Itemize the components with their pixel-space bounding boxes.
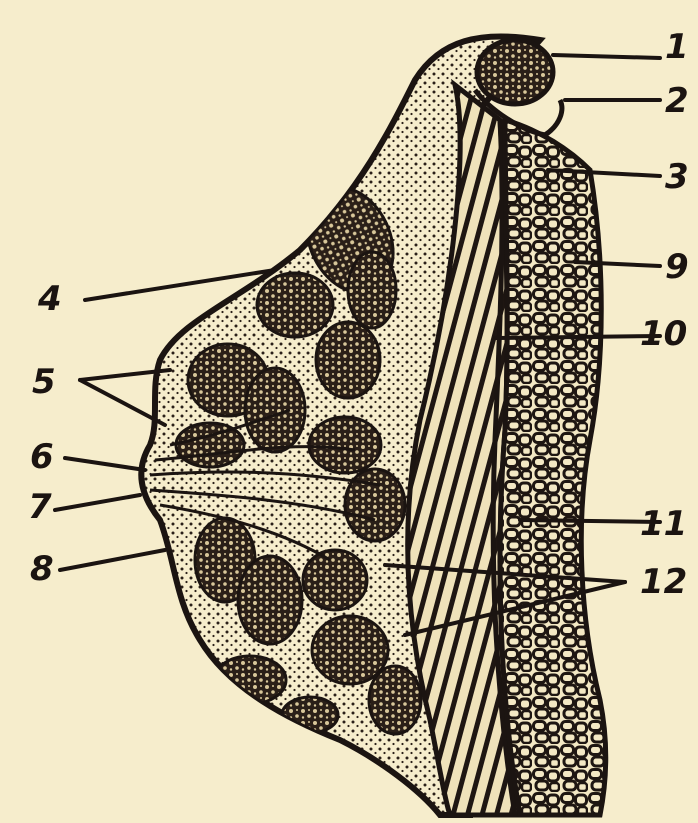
label-7: 7 xyxy=(28,487,52,527)
label-11: 11 xyxy=(640,504,687,544)
label-10: 10 xyxy=(640,314,687,354)
label-3: 3 xyxy=(665,157,689,197)
chest-wall xyxy=(500,120,606,815)
label-9: 9 xyxy=(665,247,689,287)
label-5: 5 xyxy=(32,362,56,402)
clavicle xyxy=(477,40,553,104)
label-12: 12 xyxy=(640,562,687,602)
label-4: 4 xyxy=(37,279,62,319)
label-8: 8 xyxy=(30,549,54,589)
label-6: 6 xyxy=(30,437,54,477)
label-2: 2 xyxy=(665,81,689,121)
label-1: 1 xyxy=(665,27,689,67)
